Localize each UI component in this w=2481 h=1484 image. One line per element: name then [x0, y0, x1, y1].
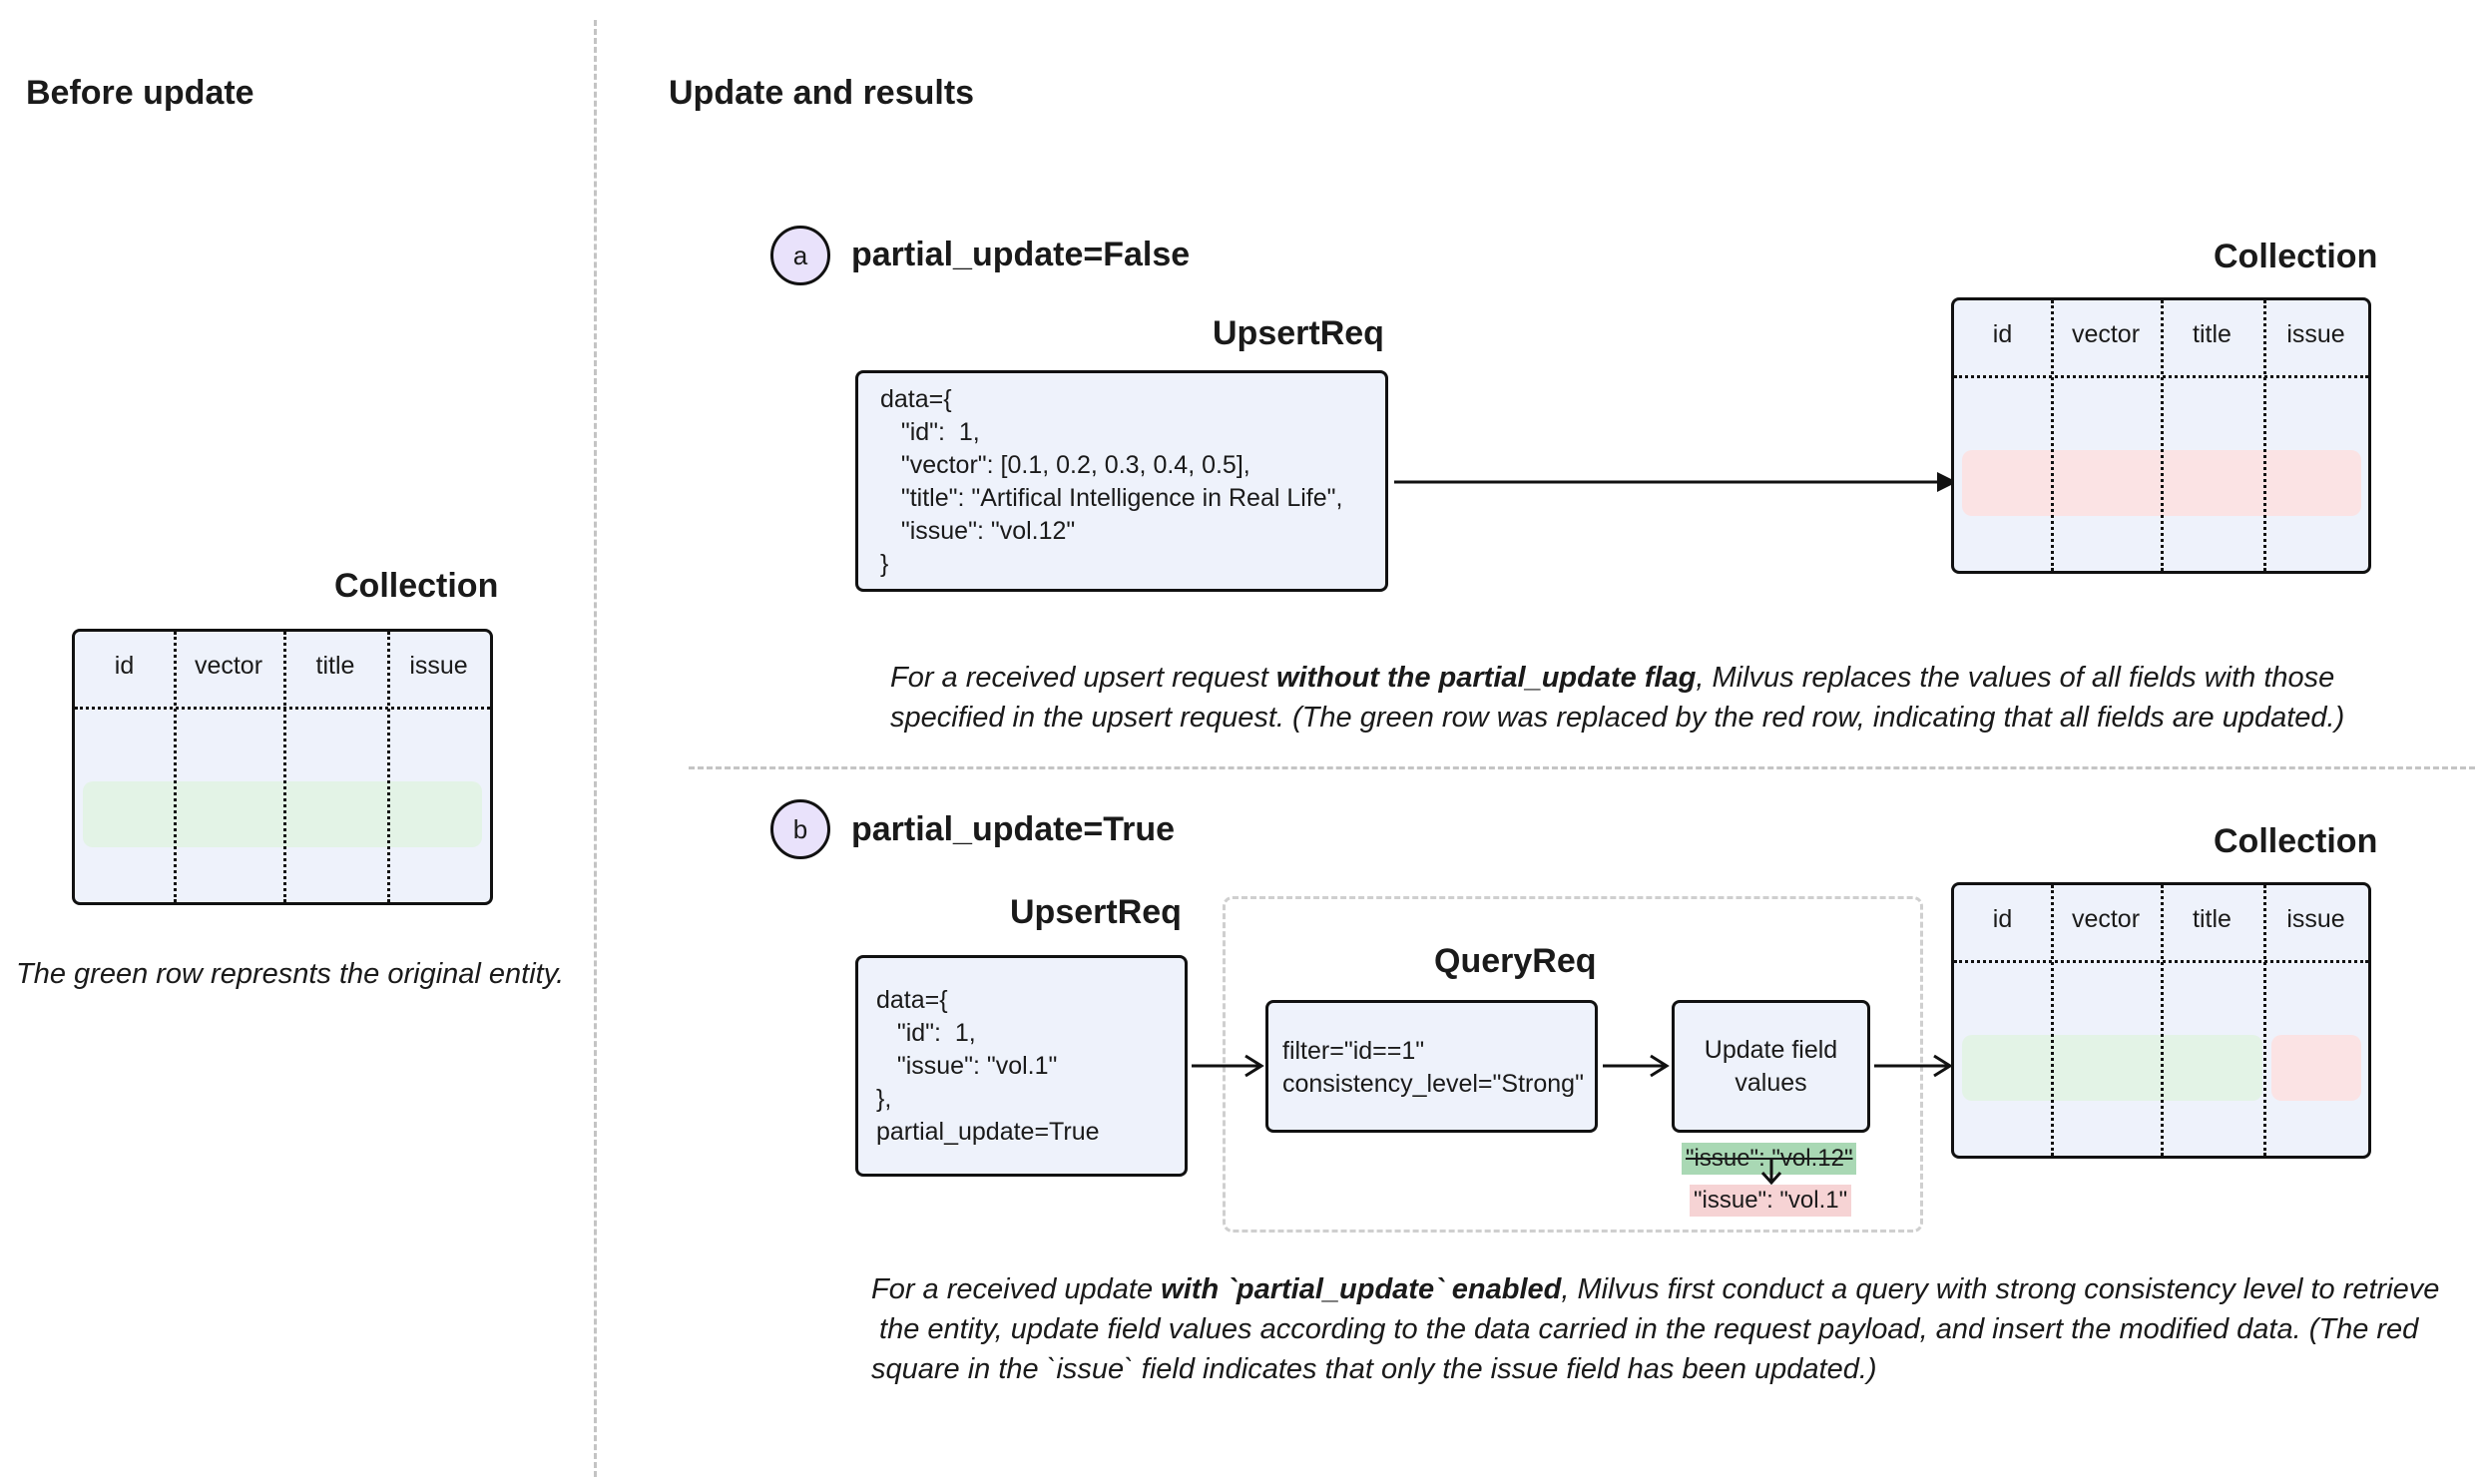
caption-text: For a received update — [871, 1273, 1162, 1305]
left-collection-table: id vector title issue — [72, 629, 493, 905]
update-field-values-box: Update field values — [1672, 1000, 1870, 1133]
column-divider — [174, 632, 177, 902]
caption-text: specified in the upsert request. (The gr… — [890, 702, 2345, 734]
a-arrow-to-collection — [1394, 472, 1957, 492]
column-vector: vector — [2071, 320, 2141, 348]
column-vector: vector — [194, 652, 263, 680]
column-title: title — [315, 652, 355, 680]
column-divider — [2263, 300, 2266, 571]
a-upsertreq-title: UpsertReq — [1213, 314, 1384, 352]
query-code: filter="id==1" consistency_level="Strong… — [1282, 1037, 1584, 1098]
b-arrow-to-query — [1192, 1054, 1264, 1078]
section-b-title: partial_update=True — [851, 810, 1176, 848]
column-title: title — [2193, 320, 2232, 348]
section-b-caption: For a received update with `partial_upda… — [871, 1269, 2439, 1389]
column-divider — [2051, 885, 2054, 1156]
column-divider — [2263, 885, 2266, 1156]
new-issue-value: "issue": "vol.1" — [1690, 1185, 1852, 1217]
a-request-code: data={ "id": 1, "vector": [0.1, 0.2, 0.3… — [880, 385, 1343, 578]
b-collection-table: id vector title issue — [1951, 882, 2371, 1159]
section-a-title: partial_update=False — [851, 236, 1191, 273]
caption-text: the entity, update field values accordin… — [871, 1313, 2419, 1345]
b-arrow-to-collection — [1874, 1054, 1953, 1078]
update-results-heading: Update and results — [669, 74, 975, 112]
column-divider — [2051, 300, 2054, 571]
old-issue-value: "issue": "vol.12" — [1682, 1143, 1857, 1175]
update-label: values — [1735, 1069, 1807, 1097]
b-arrow-to-update — [1603, 1054, 1670, 1078]
column-divider — [387, 632, 390, 902]
column-issue: issue — [2286, 905, 2345, 933]
section-a-caption: For a received upsert request without th… — [890, 658, 2344, 738]
original-entity-row — [83, 781, 482, 847]
column-vector: vector — [2071, 905, 2141, 933]
value-change-arrow — [1760, 1160, 1782, 1186]
updated-issue-cell — [2271, 1035, 2361, 1101]
b-upsert-request-box: data={ "id": 1, "issue": "vol.1" }, part… — [855, 955, 1188, 1177]
column-divider — [283, 632, 286, 902]
column-id: id — [1992, 320, 2013, 348]
caption-text: , Milvus first conduct a query with stro… — [1561, 1273, 2440, 1305]
update-label: Update field — [1704, 1036, 1838, 1064]
caption-text: square in the `issue` field indicates th… — [871, 1353, 1877, 1385]
caption-text: For a received upsert request — [890, 662, 1276, 694]
collection-header-row — [75, 632, 490, 710]
caption-text: , Milvus replaces the values of all fiel… — [1696, 662, 2335, 694]
column-divider — [2161, 300, 2164, 571]
b-upsertreq-title: UpsertReq — [1010, 893, 1182, 931]
left-caption: The green row represnts the original ent… — [16, 958, 565, 990]
caption-emphasis: without the partial_update flag — [1275, 662, 1697, 694]
horizontal-divider — [689, 766, 2475, 769]
column-issue: issue — [409, 652, 468, 680]
vertical-divider — [594, 20, 597, 1477]
column-title: title — [2193, 905, 2232, 933]
unchanged-fields-band — [1962, 1035, 2262, 1101]
b-collection-title: Collection — [2214, 822, 2378, 860]
queryreq-title: QueryReq — [1434, 942, 1597, 980]
a-upsert-request-box: data={ "id": 1, "vector": [0.1, 0.2, 0.3… — [855, 370, 1388, 592]
a-collection-table: id vector title issue — [1951, 297, 2371, 574]
query-request-box: filter="id==1" consistency_level="Strong… — [1265, 1000, 1598, 1133]
column-id: id — [114, 652, 135, 680]
b-request-code: data={ "id": 1, "issue": "vol.1" }, part… — [876, 986, 1100, 1146]
a-collection-title: Collection — [2214, 238, 2378, 275]
left-collection-title: Collection — [334, 567, 499, 605]
marker-b: b — [770, 799, 830, 859]
before-update-heading: Before update — [26, 74, 254, 112]
column-divider — [2161, 885, 2164, 1156]
column-issue: issue — [2286, 320, 2345, 348]
marker-a: a — [770, 226, 830, 285]
column-id: id — [1992, 905, 2013, 933]
caption-emphasis: with `partial_update` enabled — [1161, 1273, 1562, 1305]
